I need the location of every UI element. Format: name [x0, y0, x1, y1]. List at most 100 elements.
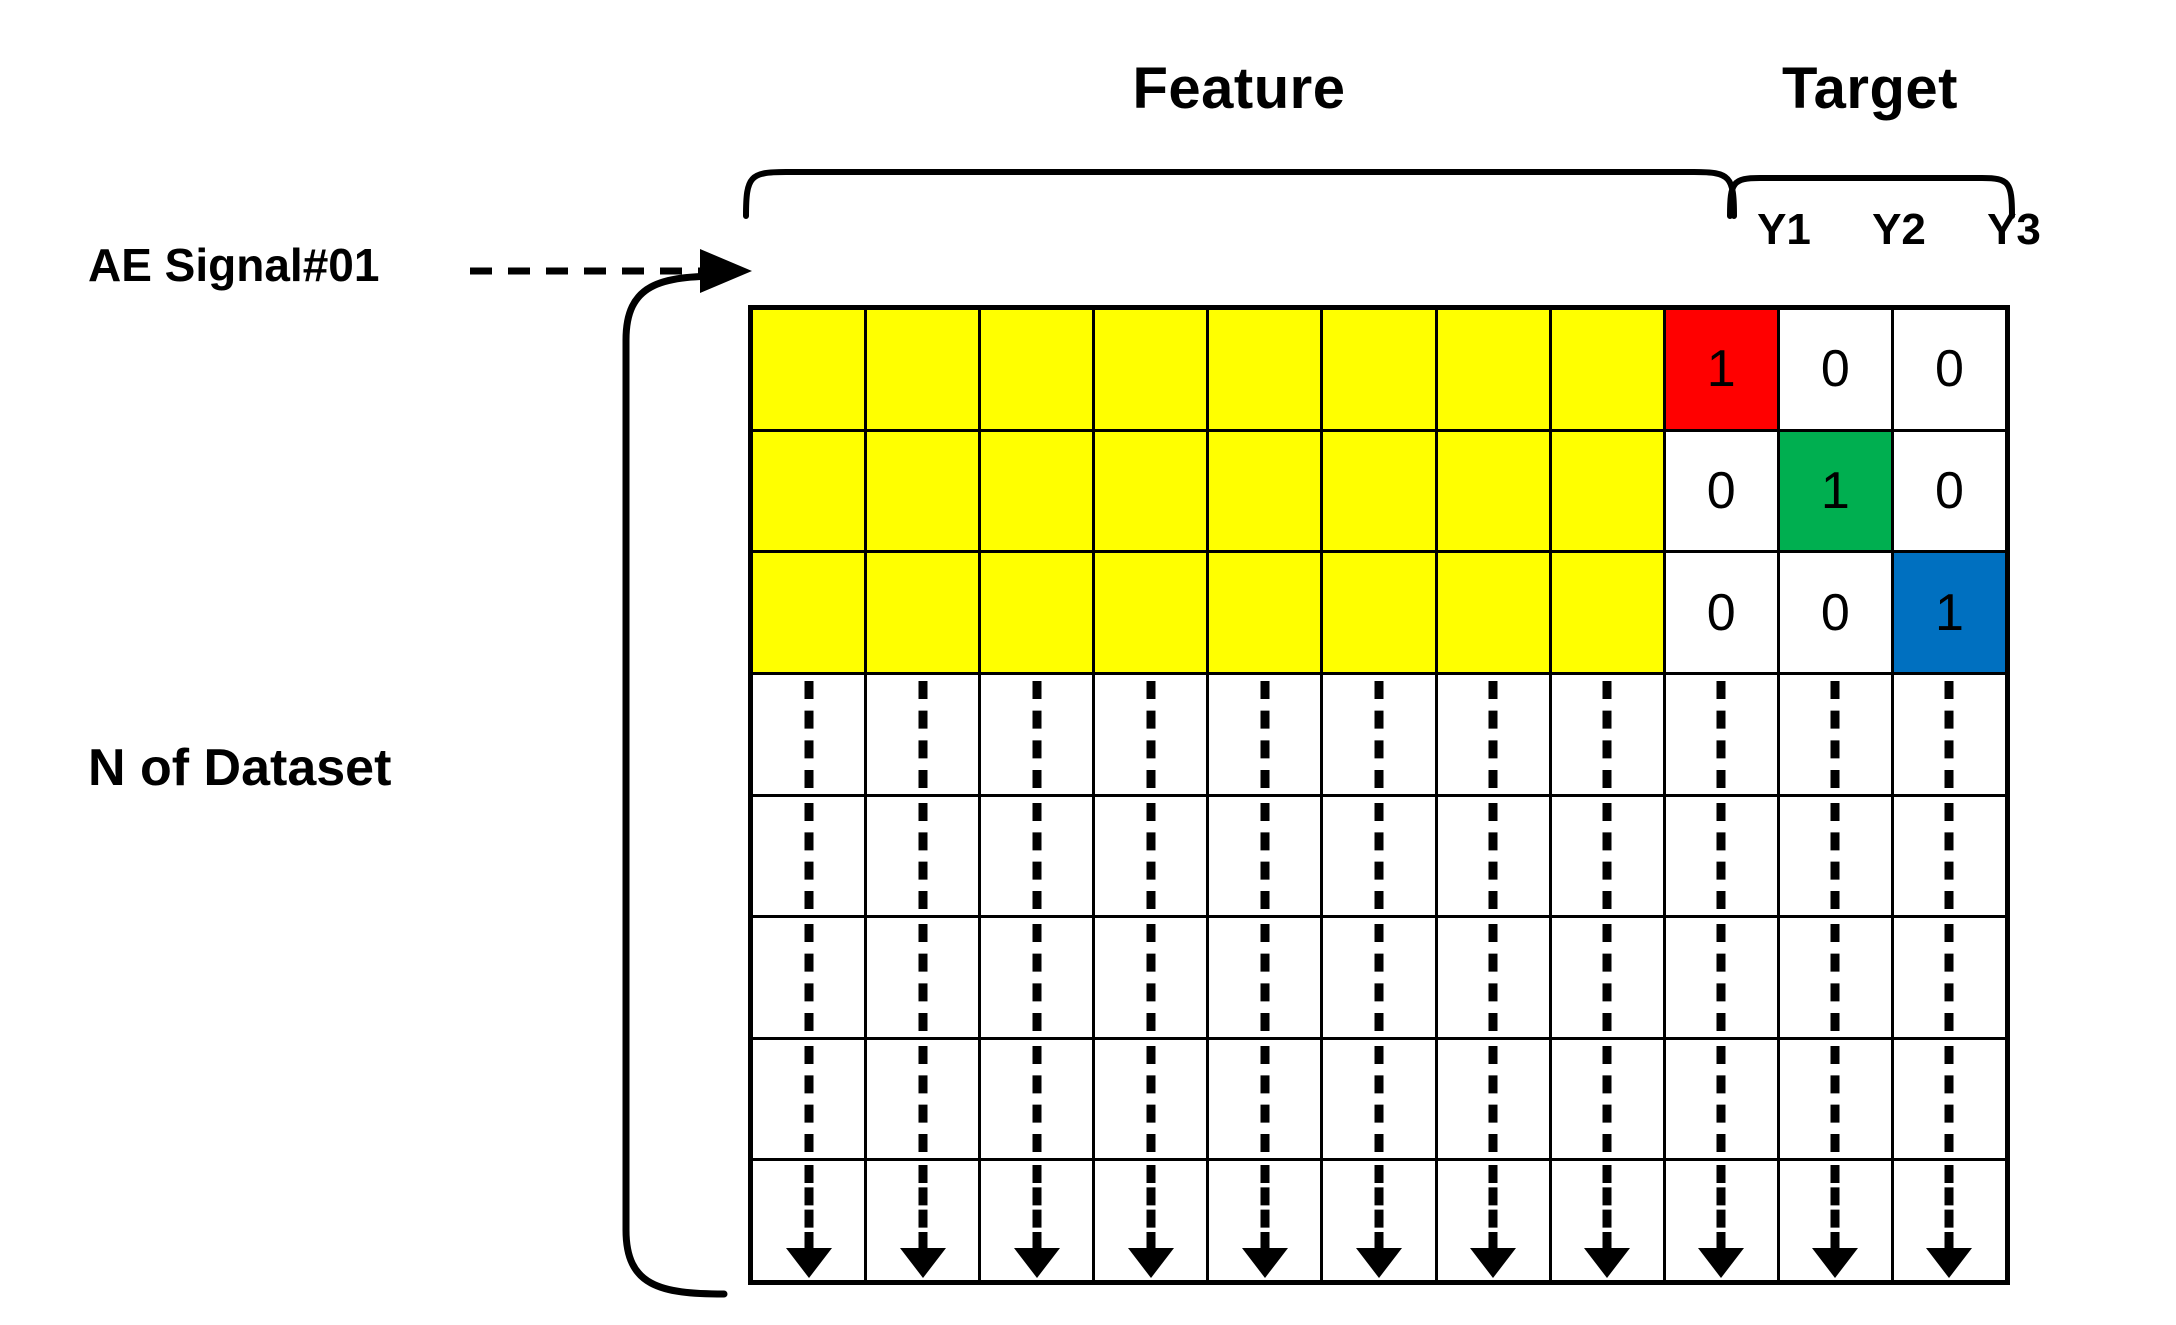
feature-cell	[1551, 431, 1663, 551]
continuation-cell	[867, 1039, 979, 1159]
feature-cell	[981, 553, 1093, 672]
continuation-cell	[1095, 1039, 1207, 1159]
continuation-cell	[1323, 1161, 1435, 1280]
continuation-dash-icon	[1716, 1045, 1726, 1153]
continuation-cell	[1551, 1039, 1663, 1159]
continuation-dash-icon	[1260, 680, 1270, 788]
feature-brace	[743, 169, 1737, 219]
target-cell-y1: 0	[1665, 431, 1777, 551]
continuation-cell	[1665, 1039, 1777, 1159]
down-arrow-icon	[1926, 1248, 1973, 1278]
continuation-cell	[867, 918, 979, 1037]
continuation-cell	[1209, 1161, 1321, 1280]
continuation-cell	[1893, 1039, 2005, 1159]
continuation-cell	[1323, 796, 1435, 916]
continuation-dash-icon	[1488, 924, 1498, 1031]
continuation-cell	[1437, 1161, 1549, 1280]
continuation-dash-icon	[1944, 924, 1954, 1031]
continuation-cell	[1893, 1161, 2005, 1280]
continuation-dash-icon	[1602, 802, 1612, 910]
continuation-cell	[981, 674, 1093, 794]
continuation-cell	[1665, 1161, 1777, 1280]
continuation-dash-icon	[1260, 924, 1270, 1031]
continuation-dash-icon	[1032, 924, 1042, 1031]
down-arrow-icon	[785, 1248, 832, 1278]
feature-cell	[1551, 310, 1663, 429]
column-label-y1: Y1	[1757, 205, 1811, 254]
continuation-cell	[753, 674, 865, 794]
continuation-dash-icon	[1146, 924, 1156, 1031]
ae-signal-arrow	[470, 249, 752, 293]
continuation-dash-icon	[1602, 1045, 1612, 1153]
target-cell-y3: 1	[1893, 553, 2005, 672]
continuation-dash-icon	[1146, 680, 1156, 788]
continuation-cell	[1437, 1039, 1549, 1159]
continuation-cell	[1779, 674, 1891, 794]
target-cell-y1: 1	[1665, 310, 1777, 429]
feature-cell	[1323, 553, 1435, 672]
continuation-cell	[753, 1161, 865, 1280]
continuation-dash-icon	[804, 1165, 814, 1250]
continuation-cell	[1551, 796, 1663, 916]
feature-cell	[753, 431, 865, 551]
continuation-dash-icon	[804, 1045, 814, 1153]
continuation-dash-icon	[1260, 802, 1270, 910]
continuation-dash-icon	[1716, 1165, 1726, 1250]
continuation-dash-icon	[1146, 802, 1156, 910]
continuation-dash-icon	[1944, 680, 1954, 788]
target-cell-y2: 0	[1779, 310, 1891, 429]
continuation-cell	[1551, 674, 1663, 794]
continuation-cell	[1209, 674, 1321, 794]
continuation-cell	[1437, 918, 1549, 1037]
feature-cell	[1437, 553, 1549, 672]
feature-cell	[753, 553, 865, 672]
continuation-cell	[1095, 1161, 1207, 1280]
continuation-dash-icon	[1488, 802, 1498, 910]
down-arrow-icon	[1013, 1248, 1060, 1278]
feature-cell	[1551, 553, 1663, 672]
continuation-cell	[1095, 674, 1207, 794]
continuation-dash-icon	[918, 680, 928, 788]
column-label-y2: Y2	[1872, 205, 1926, 254]
feature-cell	[981, 310, 1093, 429]
feature-cell	[1095, 310, 1207, 429]
continuation-dash-icon	[1944, 802, 1954, 910]
continuation-cell	[1209, 796, 1321, 916]
continuation-cell	[1095, 796, 1207, 916]
continuation-dash-icon	[804, 680, 814, 788]
feature-cell	[1095, 553, 1207, 672]
continuation-cell	[1665, 918, 1777, 1037]
continuation-cell	[1893, 918, 2005, 1037]
continuation-dash-icon	[1830, 1165, 1840, 1250]
target-cell-y3: 0	[1893, 310, 2005, 429]
continuation-cell	[1437, 674, 1549, 794]
target-cell-y2: 1	[1779, 431, 1891, 551]
feature-cell	[1323, 431, 1435, 551]
feature-cell	[867, 553, 979, 672]
feature-cell	[1209, 553, 1321, 672]
continuation-dash-icon	[1032, 1165, 1042, 1250]
feature-cell	[1437, 310, 1549, 429]
continuation-cell	[1893, 674, 2005, 794]
continuation-dash-icon	[1602, 1165, 1612, 1250]
continuation-cell	[753, 796, 865, 916]
continuation-dash-icon	[1260, 1045, 1270, 1153]
continuation-cell	[1095, 918, 1207, 1037]
continuation-dash-icon	[918, 802, 928, 910]
feature-group-title: Feature	[1132, 56, 1346, 121]
continuation-dash-icon	[1602, 924, 1612, 1031]
feature-cell	[1323, 310, 1435, 429]
continuation-dash-icon	[918, 1165, 928, 1250]
continuation-cell	[981, 918, 1093, 1037]
continuation-dash-icon	[1032, 1045, 1042, 1153]
continuation-dash-icon	[804, 802, 814, 910]
continuation-cell	[1209, 918, 1321, 1037]
continuation-cell	[1779, 796, 1891, 916]
feature-cell	[867, 310, 979, 429]
continuation-dash-icon	[1032, 680, 1042, 788]
continuation-cell	[981, 1161, 1093, 1280]
continuation-cell	[981, 796, 1093, 916]
continuation-cell	[1779, 918, 1891, 1037]
down-arrow-icon	[1470, 1248, 1517, 1278]
